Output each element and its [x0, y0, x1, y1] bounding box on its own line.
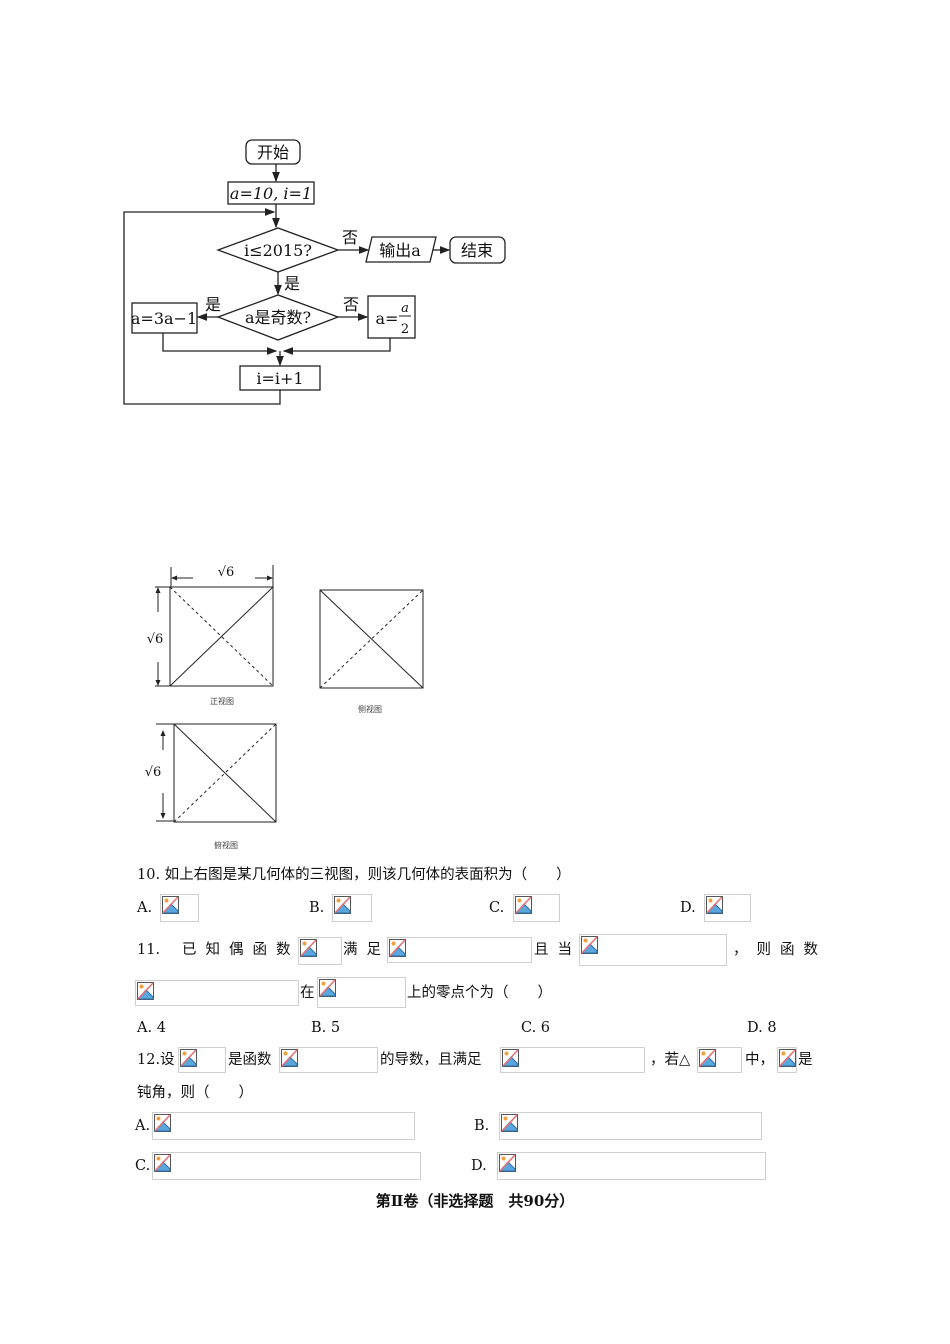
even-branch-num: a [401, 301, 409, 316]
q11-text-5: 在 [300, 985, 315, 1001]
broken-image-icon [579, 934, 727, 966]
q11-text-3: 且当 [534, 942, 581, 958]
broken-image-icon [332, 894, 372, 922]
broken-image-icon [279, 1047, 378, 1073]
broken-image-icon [160, 894, 199, 922]
q12-text-2: 是函数 [228, 1052, 272, 1068]
broken-image-icon [178, 1047, 226, 1073]
q12-option-a: A. [135, 1118, 151, 1134]
q10-option-b: B. [309, 900, 325, 916]
even-branch-lhs: a= [376, 309, 399, 328]
side-view [319, 589, 424, 689]
front-view-label: 正视图 [210, 696, 234, 706]
broken-image-icon [497, 1152, 766, 1180]
start-label: 开始 [257, 143, 289, 162]
no2-label: 否 [343, 295, 359, 314]
section-title: 第Ⅱ卷（非选择题 共90分） [375, 1192, 575, 1210]
yes2-label: 是 [205, 295, 221, 314]
broken-image-icon [152, 1152, 421, 1180]
q12-text-4: ，若△ [650, 1052, 691, 1068]
flowchart: 开始 a=10, i=1 i≤2015? 否 输出a 结束 是 a是奇数? 是 … [123, 139, 506, 405]
q12-option-c: C. [135, 1158, 151, 1174]
top-view-label: 俯视图 [214, 840, 238, 850]
q12-text-5: 中， [745, 1052, 774, 1068]
condition1-label: i≤2015? [244, 241, 312, 260]
start-node [245, 139, 301, 165]
broken-image-icon [704, 894, 751, 922]
broken-image-icon [777, 1047, 797, 1073]
front-width-label: √6 [218, 565, 235, 580]
q10-option-a: A. [137, 900, 153, 916]
broken-image-icon [513, 894, 560, 922]
end-label: 结束 [461, 241, 493, 260]
broken-image-icon [152, 1112, 415, 1140]
broken-image-icon [697, 1047, 742, 1073]
increment-label: i=i+1 [256, 369, 303, 388]
init-node [227, 181, 315, 205]
q11-text-2: 满足 [343, 942, 390, 958]
q12-option-b: B. [474, 1118, 490, 1134]
q12-option-d: D. [471, 1158, 487, 1174]
output-label: 输出a [379, 241, 421, 260]
q12-text-1: 12.设 [137, 1052, 175, 1068]
q10-option-d: D. [680, 900, 696, 916]
yes1-label: 是 [284, 274, 300, 293]
q11-option-a: A. 4 [137, 1020, 166, 1036]
broken-image-icon [500, 1047, 645, 1073]
even-branch-node [367, 295, 416, 339]
q11-text-6: 上的零点个为（ ） [407, 985, 552, 1001]
three-views: √6 √6 √6 正视图 侧视图 俯视图 [145, 565, 424, 850]
top-view [173, 723, 277, 823]
q11-option-c: C. 6 [521, 1020, 551, 1036]
broken-image-icon [298, 937, 342, 965]
broken-image-icon [135, 980, 299, 1006]
side-view-label: 侧视图 [358, 704, 382, 714]
odd-branch-label: a=3a−1 [131, 309, 197, 328]
no1-label: 否 [342, 228, 358, 247]
q10-stem: 10. 如上右图是某几何体的三视图，则该几何体的表面积为（ ） [137, 867, 571, 883]
front-height-label: √6 [147, 632, 164, 647]
q10-option-c: C. [489, 900, 505, 916]
odd-branch-node [131, 302, 198, 334]
even-branch-den: 2 [401, 322, 409, 337]
broken-image-icon [317, 977, 406, 1008]
front-view [169, 586, 274, 687]
q12-text-3: 的导数，且满足 [380, 1052, 482, 1068]
q12-text-7: 钝角，则（ ） [137, 1085, 253, 1101]
condition2-label: a是奇数? [245, 308, 311, 327]
q11-number: 11. [137, 942, 161, 958]
q12-text-6: 是 [798, 1052, 813, 1068]
q11-text-1: 已知偶函数 [182, 942, 300, 958]
q11-option-d: D. 8 [747, 1020, 777, 1036]
end-node [449, 236, 506, 264]
init-label: a=10, i=1 [230, 184, 312, 203]
top-depth-label: √6 [145, 765, 162, 780]
q11-option-b: B. 5 [311, 1020, 341, 1036]
output-node [365, 236, 437, 263]
broken-image-icon [499, 1112, 762, 1140]
broken-image-icon [387, 937, 532, 963]
q11-text-4: ，则函数 [733, 942, 827, 958]
